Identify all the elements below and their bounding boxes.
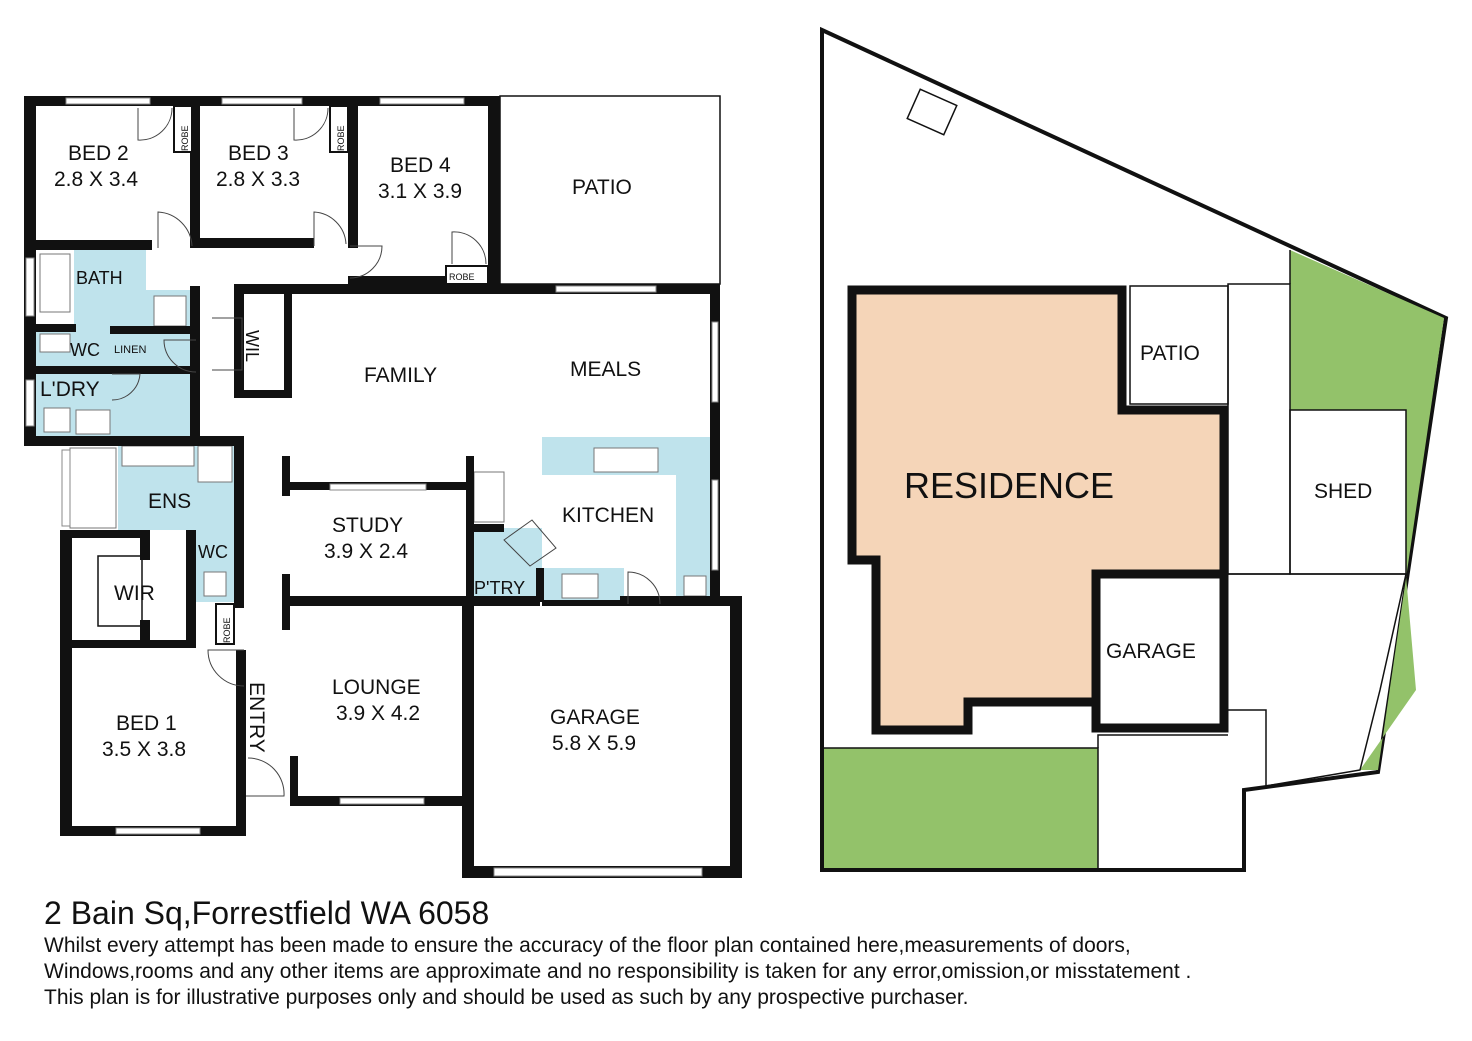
bed3-size: 2.8 X 3.3: [216, 168, 300, 191]
wir-outline: [97, 555, 143, 627]
meals-name: MEALS: [570, 358, 641, 381]
bath-name: BATH: [76, 268, 123, 288]
bath-floor: [74, 248, 146, 330]
shower-tray: [153, 295, 187, 327]
dishwasher: [683, 575, 707, 597]
site-porch-line: [1097, 734, 1228, 748]
site-garage: [1091, 569, 1229, 733]
lounge-name: LOUNGE: [332, 676, 421, 699]
site-side-path: [1227, 283, 1291, 575]
site-plan: RESIDENCE PATIO SHED GARAGE: [820, 26, 1449, 872]
laundry-sink: [43, 407, 71, 433]
site-shed-label: SHED: [1314, 480, 1372, 503]
robe-label-bed2: ROBE: [180, 125, 190, 151]
ensuite-toilet: [203, 571, 227, 597]
robe-label-bed3: ROBE: [336, 125, 346, 151]
laundry-tub: [39, 253, 71, 313]
site-garage-label: GARAGE: [1106, 640, 1196, 663]
entry-name: ENTRY: [245, 682, 268, 753]
windows: [25, 97, 719, 877]
site-patio-label: PATIO: [1140, 342, 1200, 365]
bed4-size: 3.1 X 3.9: [378, 180, 462, 203]
fridge: [473, 471, 505, 523]
lawn-right: [1290, 250, 1444, 770]
bed3-name: BED 3: [228, 142, 289, 165]
study-size: 3.9 X 2.4: [324, 540, 408, 563]
robe-label-bed1: ROBE: [222, 617, 232, 643]
study-name: STUDY: [332, 514, 403, 537]
bed1-size: 3.5 X 3.8: [102, 738, 186, 761]
disclaimer-line-1: Whilst every attempt has been made to en…: [44, 934, 1131, 957]
garage-size: 5.8 X 5.9: [552, 732, 636, 755]
property-address: 2 Bain Sq,Forrestfield WA 6058: [44, 895, 490, 931]
garage-name: GARAGE: [550, 706, 640, 729]
kitchen-sink: [593, 447, 659, 473]
ensuite-shower: [197, 445, 233, 483]
vanity: [121, 445, 195, 467]
disclaimer-line-3: This plan is for illustrative purposes o…: [44, 986, 969, 1009]
robe-bed3: [329, 105, 349, 153]
floor-plan: ROBE ROBE ROBE ROBE BED 2: [24, 95, 742, 878]
family-name: FAMILY: [364, 364, 437, 387]
lounge-size: 3.9 X 4.2: [336, 702, 420, 725]
kitchen-name: KITCHEN: [562, 504, 654, 527]
footer: 2 Bain Sq,Forrestfield WA 6058 Whilst ev…: [44, 893, 1444, 1011]
washer: [75, 409, 111, 435]
robe-bed2: [173, 105, 193, 153]
lot-boundary: [820, 26, 1449, 872]
bed2-name: BED 2: [68, 142, 129, 165]
robes: ROBE ROBE ROBE ROBE: [173, 105, 489, 645]
bed4-name: BED 4: [390, 154, 451, 177]
kitchen-bench-side: [676, 437, 712, 601]
site-residence-label: RESIDENCE: [904, 465, 1114, 506]
wir-name: WIR: [114, 582, 155, 605]
wil-name: WIL: [242, 330, 262, 362]
wc2-name: WC: [198, 542, 228, 562]
robe-bed1: [215, 603, 235, 645]
linen-name: LINEN: [114, 344, 146, 356]
cooktop: [561, 573, 599, 599]
disclaimer-line-2: Windows,rooms and any other items are ap…: [44, 960, 1192, 983]
lawn-front: [824, 748, 1098, 868]
wc1-name: WC: [70, 340, 100, 360]
site-driveway: [1228, 573, 1407, 787]
patio-name: PATIO: [572, 176, 632, 199]
bed2-size: 2.8 X 3.4: [54, 168, 138, 191]
wc-toilet: [39, 333, 71, 353]
laundry-name: L'DRY: [40, 378, 100, 401]
room-labels: BED 2 2.8 X 3.4 BED 3 2.8 X 3.3 BED 4 3.…: [40, 142, 654, 761]
site-tank: [906, 88, 958, 136]
robe-bed4: [445, 265, 489, 285]
robe-label-bed4: ROBE: [449, 272, 475, 282]
bathtub: [69, 447, 117, 529]
bed1-name: BED 1: [116, 712, 177, 735]
doors: [111, 107, 661, 797]
pantry-name: P'TRY: [474, 578, 525, 598]
ens-name: ENS: [148, 490, 191, 513]
floor-and-site-plan: ROBE ROBE ROBE ROBE BED 2: [24, 26, 1449, 878]
